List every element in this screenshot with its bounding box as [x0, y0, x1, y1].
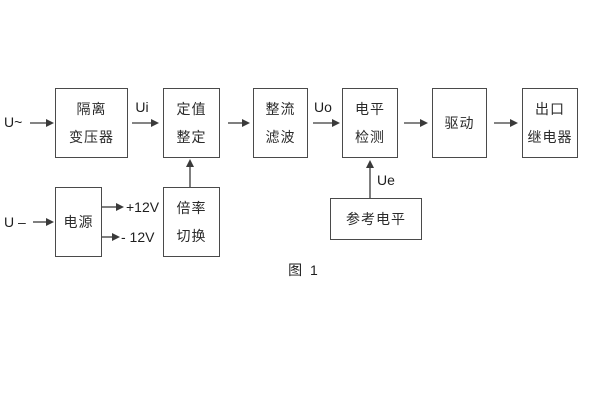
arrow-head [46, 218, 54, 226]
uo-signal-label: Uo [314, 99, 332, 115]
block-label-line: 驱动 [444, 115, 475, 131]
block-label-line: 继电器 [527, 129, 573, 145]
block-output-relay: 出口 继电器 [522, 88, 578, 158]
ac-input-arrow [30, 119, 54, 127]
uo-arrow [313, 119, 340, 127]
dc-input-label: U – [4, 214, 26, 230]
block-label-line: 隔离 [76, 101, 107, 117]
arrow-head [332, 119, 340, 127]
arrow-head [510, 119, 518, 127]
block-label-line: 整定 [176, 129, 207, 145]
ui-arrow [132, 119, 159, 127]
block-label-line: 电平 [355, 101, 385, 117]
block-label-line: 切换 [176, 228, 207, 244]
ratio-to-setting-arrow [186, 159, 194, 187]
block-label-line: 倍率 [176, 200, 207, 216]
arrow-head [116, 203, 124, 211]
block-setting-adjustment: 定值 整定 [163, 88, 220, 158]
block-rectifier-filter: 整流 滤波 [253, 88, 308, 158]
arrow-head [366, 160, 374, 168]
arrow-head [420, 119, 428, 127]
block-ratio-switching: 倍率 切换 [163, 187, 220, 257]
arrow-head [242, 119, 250, 127]
block-label-line: 参考电平 [346, 211, 406, 227]
ac-input-label: U~ [4, 114, 23, 130]
block-label-line: 滤波 [265, 129, 296, 145]
plus-12v-label: +12V [126, 199, 160, 215]
level-to-driver-arrow [404, 119, 428, 127]
block-driver: 驱动 [432, 88, 487, 158]
arrow-head [46, 119, 54, 127]
block-label-line: 出口 [535, 101, 565, 117]
arrow-head [186, 159, 194, 167]
arrow-head [151, 119, 159, 127]
arrow-head [112, 233, 120, 241]
plus-12v-arrow [102, 203, 124, 211]
block-power-supply: 电源 [55, 187, 102, 257]
minus-12v-arrow [102, 233, 120, 241]
block-level-detection: 电平 检测 [342, 88, 398, 158]
block-label-line: 检测 [355, 129, 385, 145]
block-label-line: 定值 [176, 101, 207, 117]
block-isolation-transformer: 隔离 变压器 [55, 88, 128, 158]
block-label-line: 整流 [265, 101, 296, 117]
minus-12v-label: - 12V [121, 229, 155, 245]
block-label-line: 电源 [63, 214, 94, 230]
ue-signal-label: Ue [377, 172, 395, 188]
ui-signal-label: Ui [135, 99, 149, 115]
figure-caption: 图 1 [288, 262, 320, 278]
block-reference-level: 参考电平 [330, 198, 422, 240]
driver-to-relay-arrow [494, 119, 518, 127]
reference-to-level-arrow [366, 160, 374, 198]
block-label-line: 变压器 [69, 129, 114, 145]
setting-to-rectifier-arrow [228, 119, 250, 127]
dc-input-arrow [33, 218, 54, 226]
